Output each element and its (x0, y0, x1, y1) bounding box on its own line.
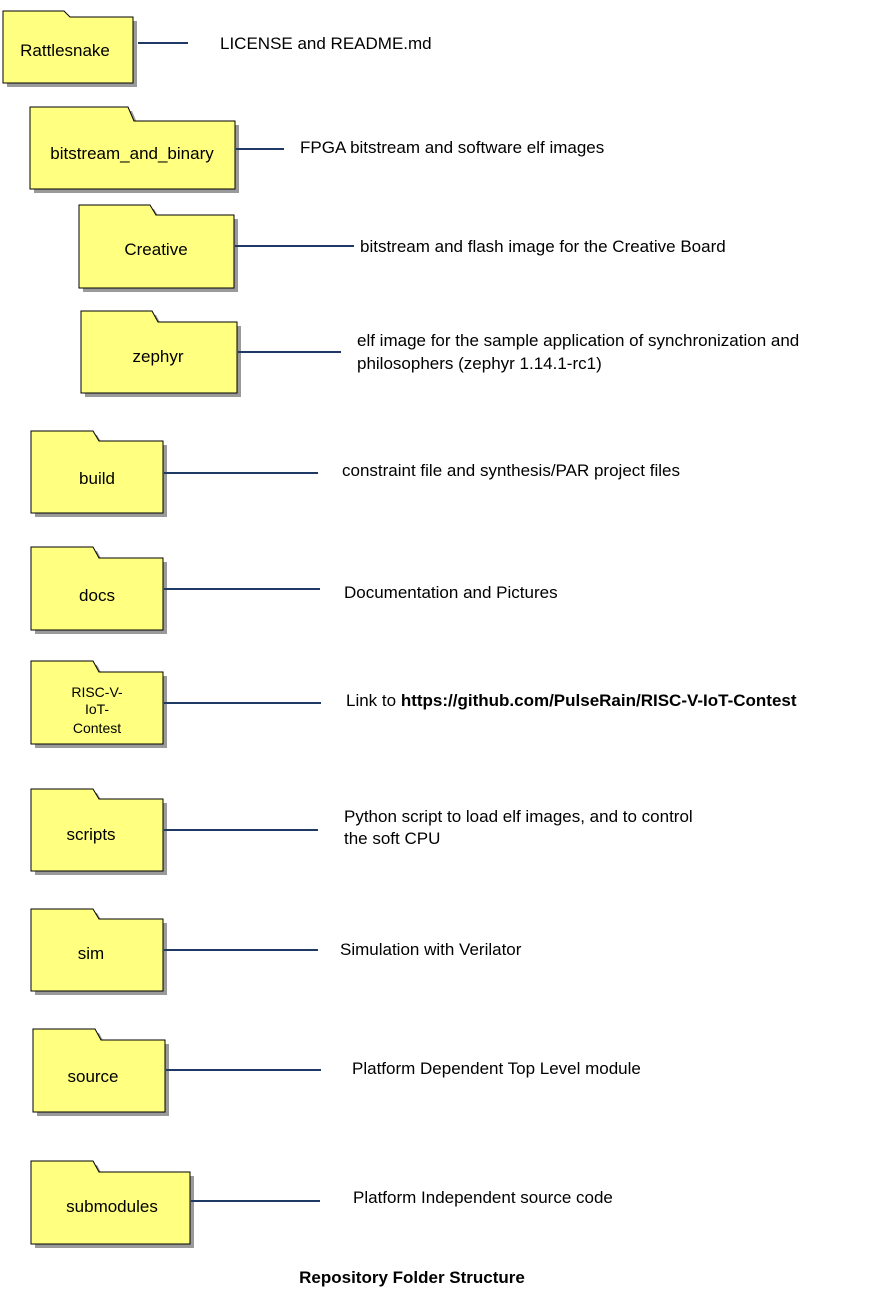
folder-sim: sim (30, 908, 167, 995)
folder-label-risc-v-line1: RISC-V- (71, 684, 123, 700)
folder-label-source: source (67, 1067, 118, 1086)
folder-risc-v-iot-contest: RISC-V- IoT- Contest (30, 660, 167, 748)
folder-zephyr: zephyr (80, 310, 241, 397)
folder-label-scripts: scripts (66, 825, 115, 844)
folder-creative: Creative (78, 204, 238, 292)
repo-link[interactable]: https://github.com/PulseRain/RISC-V-IoT-… (400, 691, 797, 710)
desc-scripts-line1: Python script to load elf images, and to… (344, 807, 693, 826)
desc-scripts-line2: the soft CPU (344, 829, 441, 848)
folder-label-sim: sim (78, 944, 104, 963)
folder-label-docs: docs (79, 586, 115, 605)
desc-link-prefix: Link to (346, 691, 401, 710)
desc-zephyr-line2: philosophers (zephyr 1.14.1-rc1) (357, 354, 602, 373)
folder-label-build: build (79, 469, 115, 488)
desc-sim: Simulation with Verilator (340, 940, 522, 959)
folder-build: build (30, 430, 167, 517)
folder-label-rattlesnake: Rattlesnake (20, 41, 110, 60)
diagram-title: Repository Folder Structure (299, 1268, 525, 1287)
desc-zephyr-line1: elf image for the sample application of … (357, 331, 800, 350)
desc-build: constraint file and synthesis/PAR projec… (342, 461, 680, 480)
desc-bitstream-and-binary: FPGA bitstream and software elf images (300, 138, 605, 157)
folder-submodules: submodules (30, 1160, 194, 1248)
folder-docs: docs (30, 546, 167, 634)
folder-scripts: scripts (30, 788, 167, 875)
folder-label-creative: Creative (124, 240, 187, 259)
folder-label-submodules: submodules (66, 1197, 158, 1216)
desc-risc-v-iot-contest: Link to https://github.com/PulseRain/RIS… (346, 689, 797, 712)
desc-rattlesnake: LICENSE and README.md (220, 34, 432, 53)
folder-rattlesnake: Rattlesnake (2, 10, 137, 87)
desc-submodules: Platform Independent source code (353, 1188, 613, 1207)
folder-label-bitstream-and-binary: bitstream_and_binary (50, 144, 214, 163)
desc-source: Platform Dependent Top Level module (352, 1059, 641, 1078)
folder-label-zephyr: zephyr (132, 347, 183, 366)
desc-docs: Documentation and Pictures (344, 583, 558, 602)
folder-label-risc-v-line2: IoT- (85, 701, 109, 717)
desc-creative: bitstream and flash image for the Creati… (360, 237, 726, 256)
folder-source: source (32, 1028, 169, 1116)
folder-bitstream-and-binary: bitstream_and_binary (29, 106, 239, 193)
folder-label-risc-v-line3: Contest (73, 720, 121, 736)
